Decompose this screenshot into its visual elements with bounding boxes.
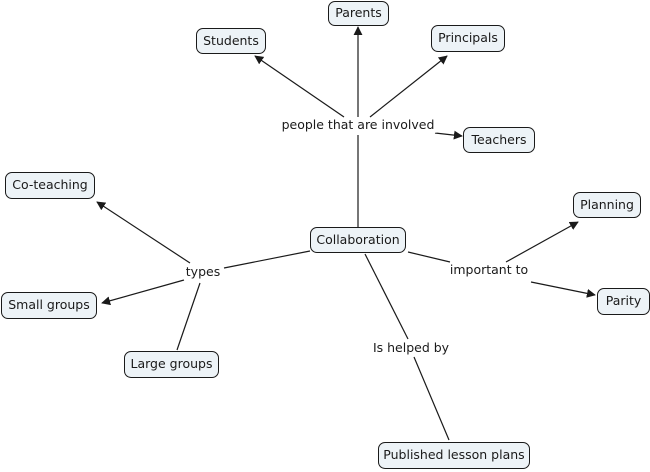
arrow-to-parity — [530, 281, 596, 298]
node-label: Co-teaching — [12, 177, 88, 193]
line-to-published-lesson-plans — [413, 356, 450, 441]
node-label: Parity — [605, 293, 642, 309]
node-planning[interactable]: Planning — [573, 192, 641, 218]
arrow-to-teachers — [434, 130, 463, 140]
line-to-large-groups — [176, 282, 201, 351]
link-is-helped-by[interactable]: Is helped by — [370, 339, 452, 356]
node-label: Planning — [580, 196, 634, 212]
node-published-lesson-plans[interactable]: Published lesson plans — [378, 442, 530, 469]
node-small-groups[interactable]: Small groups — [1, 292, 97, 319]
line-collaboration-to-important — [407, 251, 451, 263]
arrow-to-small-groups — [101, 279, 185, 306]
link-people-that-are-involved[interactable]: people that are involved — [279, 116, 437, 133]
link-important-to[interactable]: important to — [447, 261, 531, 278]
node-label: Large groups — [130, 356, 213, 372]
arrow-to-students — [254, 55, 345, 118]
node-label: Students — [203, 32, 259, 48]
node-label: Collaboration — [316, 231, 400, 247]
node-label: Small groups — [8, 297, 90, 313]
line-collaboration-to-helped — [364, 253, 409, 340]
node-label: Teachers — [471, 131, 527, 147]
line-collaboration-to-types — [223, 250, 311, 269]
node-students[interactable]: Students — [196, 28, 266, 54]
node-parity[interactable]: Parity — [597, 288, 650, 315]
arrow-to-co-teaching — [96, 201, 191, 264]
node-parents[interactable]: Parents — [328, 1, 389, 26]
node-label: Parents — [335, 5, 382, 21]
node-principals[interactable]: Principals — [431, 25, 505, 52]
node-label: Principals — [438, 30, 498, 46]
arrow-to-principals — [369, 55, 448, 118]
arrow-to-planning — [505, 221, 579, 263]
node-teachers[interactable]: Teachers — [463, 127, 535, 153]
node-label: Published lesson plans — [383, 447, 525, 463]
node-large-groups[interactable]: Large groups — [124, 351, 219, 378]
node-collaboration[interactable]: Collaboration — [310, 227, 406, 253]
link-types[interactable]: types — [183, 263, 223, 280]
node-co-teaching[interactable]: Co-teaching — [5, 172, 95, 199]
